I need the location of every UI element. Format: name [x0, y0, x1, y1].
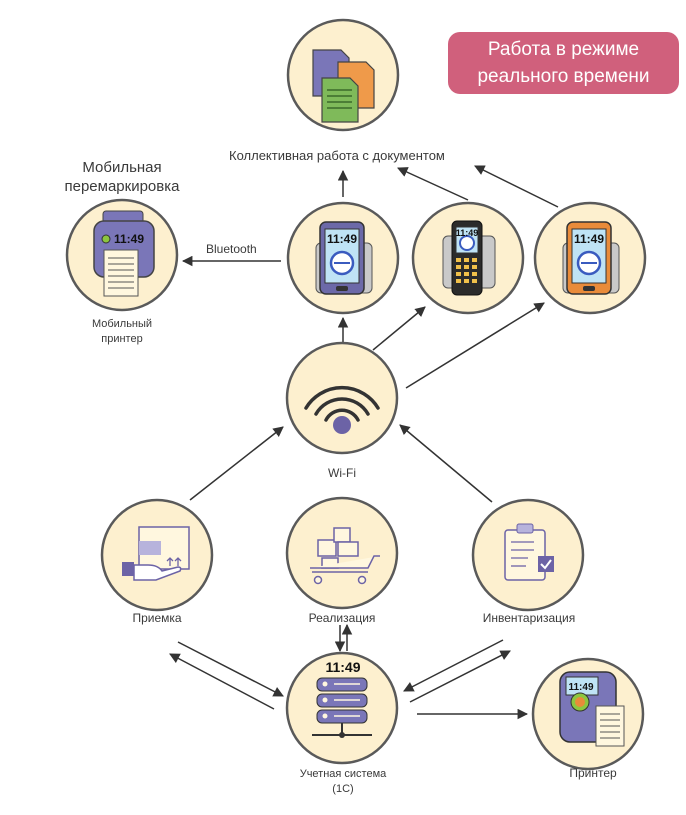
- arrow-receiving-to-1c: [177, 641, 284, 697]
- accounting-label-line-1: Учетная система: [299, 768, 387, 780]
- mobile-terminal-icon: [562, 221, 620, 295]
- terminal-2-time: 11:49: [456, 228, 479, 238]
- arrow-receiving-to-wifi: [189, 426, 284, 501]
- printer-label: Принтер: [569, 766, 617, 780]
- printer-icon: [559, 671, 625, 747]
- wifi-dot: [333, 416, 351, 434]
- arrow-1c-to-receiving: [169, 653, 275, 710]
- mobile-printer-icon: [93, 210, 155, 297]
- server-icon: [312, 677, 372, 738]
- arrow-phone3-to-collab: [474, 165, 559, 208]
- accounting-label-line-2: (1С): [332, 783, 354, 795]
- node-printer: 11:49: [531, 657, 645, 771]
- arrow-wifi-to-phone2: [372, 306, 426, 351]
- connections: [169, 165, 559, 720]
- mobile-printer-label-line-2: принтер: [101, 333, 143, 345]
- arrow-1c-to-inventory: [409, 650, 511, 703]
- documents-icon: [312, 49, 375, 123]
- sales-label: Реализация: [308, 611, 376, 625]
- node-terminal-3: 11:49: [533, 201, 647, 315]
- clipboard-icon: [504, 523, 554, 581]
- keypad-terminal-icon: [442, 220, 496, 296]
- node-sales: [285, 496, 399, 610]
- terminal-3-time: 11:49: [574, 232, 604, 246]
- node-terminal-1: 11:49: [286, 201, 400, 315]
- receiving-label: Приемка: [132, 611, 182, 625]
- node-documents: [286, 18, 400, 132]
- node-terminal-2: 11:49: [411, 201, 525, 315]
- arrow-inventory-to-wifi: [399, 424, 493, 503]
- bluetooth-label: Bluetooth: [206, 242, 257, 256]
- remark-title-line-1: Мобильная: [82, 159, 162, 176]
- terminal-1-time: 11:49: [327, 232, 357, 246]
- arrow-phone2-to-collab: [397, 167, 469, 201]
- node-inventory: [471, 498, 585, 612]
- collab-label: Коллективная работа с документом: [229, 148, 445, 163]
- arrow-inventory-to-1c: [403, 639, 504, 692]
- node-receiving: [100, 498, 214, 612]
- accounting-label: Учетная система (1С): [282, 767, 404, 797]
- node-mobile-printer: 11:49: [65, 198, 179, 312]
- wifi-label: Wi-Fi: [328, 466, 356, 480]
- badge-line-2: реального времени: [477, 66, 650, 87]
- wifi-icon: [304, 385, 380, 422]
- mobile-printer-label: Мобильный принтер: [72, 317, 172, 347]
- inventory-label: Инвентаризация: [482, 611, 576, 625]
- remark-title: Мобильная перемаркировка: [62, 158, 182, 196]
- node-accounting-system: 11:49: [285, 651, 399, 765]
- realtime-badge: Работа в режиме реального времени: [448, 32, 679, 94]
- node-wifi: [285, 341, 399, 455]
- mobile-printer-label-line-1: Мобильный: [91, 318, 153, 330]
- cart-boxes-icon: [310, 527, 380, 585]
- mobile-printer-time: 11:49: [114, 232, 144, 246]
- arrow-wifi-to-phone3: [405, 302, 545, 389]
- printer-time: 11:49: [568, 682, 593, 693]
- receiving-icon: [122, 526, 190, 581]
- mobile-terminal-icon: [315, 221, 373, 295]
- badge-line-1: Работа в режиме: [487, 39, 640, 60]
- remark-title-line-2: перемаркировка: [64, 178, 180, 195]
- accounting-time: 11:49: [325, 659, 360, 675]
